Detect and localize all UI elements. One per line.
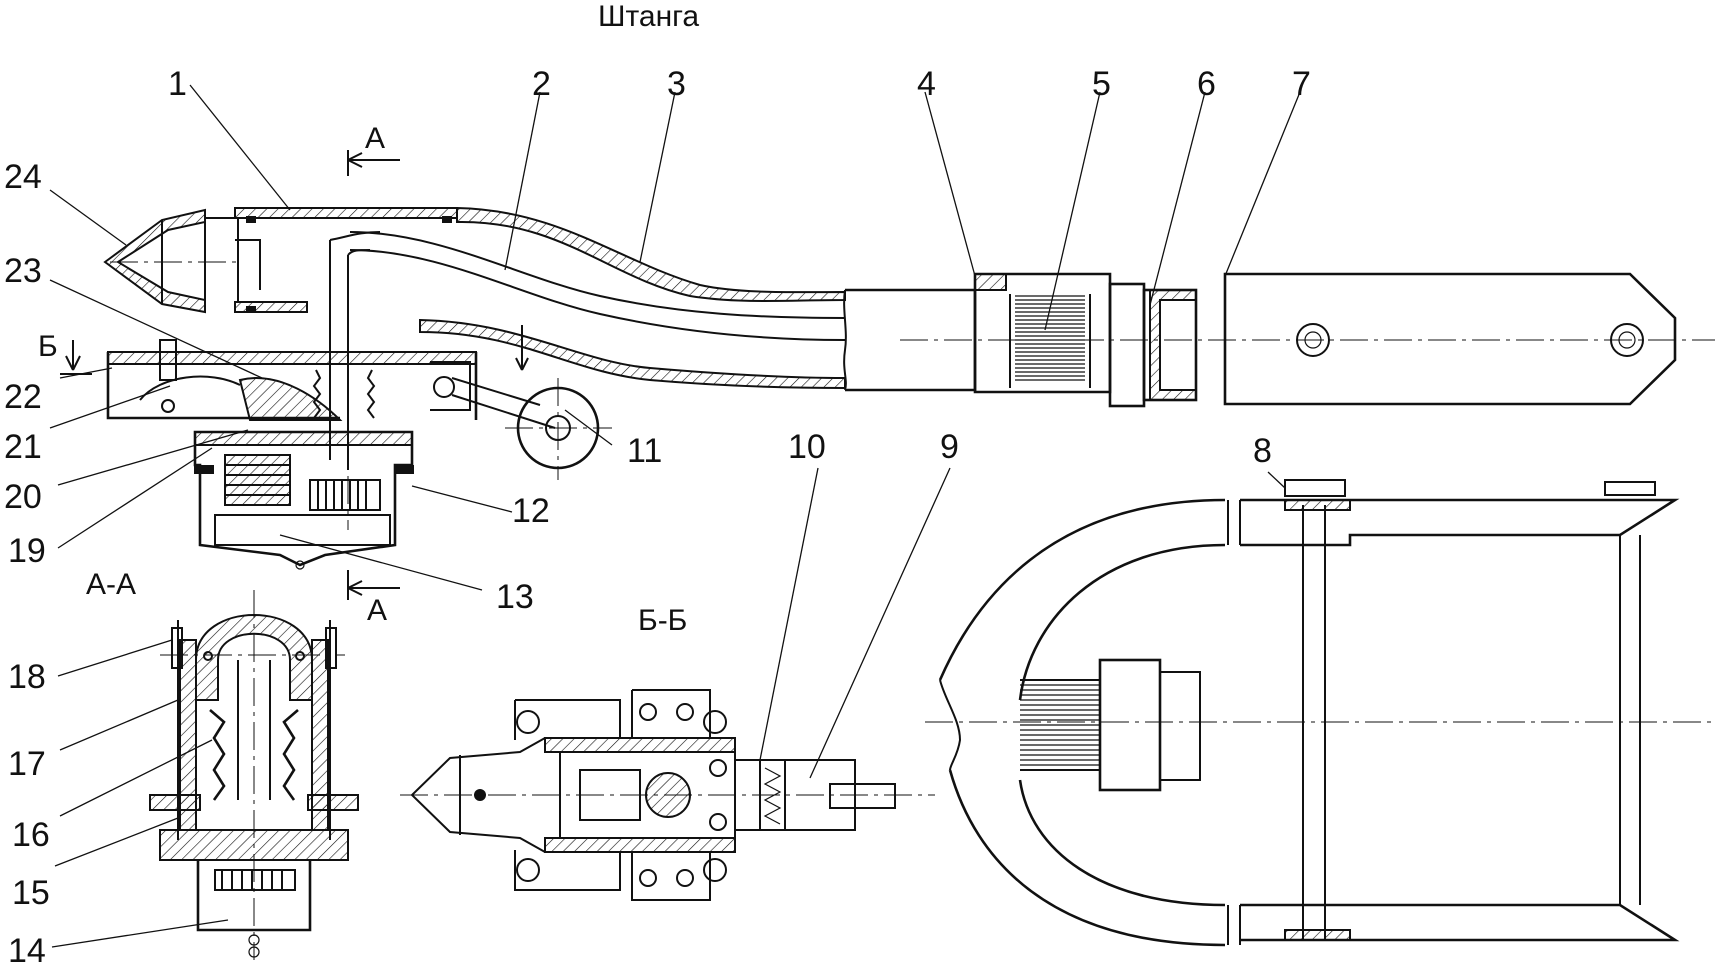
- callout-13: 13: [496, 578, 534, 616]
- callout-4: 4: [917, 65, 936, 103]
- callout-labels: 1 2 3 4 5 6 7 8 9 10 11 12 13 14 15 16 1…: [4, 65, 1311, 970]
- callout-12: 12: [512, 492, 550, 530]
- callout-16: 16: [12, 816, 50, 854]
- main-view: [60, 150, 1715, 600]
- callout-23: 23: [4, 252, 42, 290]
- plan-view: [925, 479, 1715, 947]
- callout-9: 9: [940, 428, 959, 466]
- callout-24: 24: [4, 158, 42, 196]
- callout-6: 6: [1197, 65, 1216, 103]
- plan-frame-top: [1240, 498, 1680, 547]
- sleeve-lower-wall: [419, 318, 846, 390]
- housing-lower-wall: [234, 301, 308, 313]
- plan-nut: [1098, 658, 1162, 792]
- callout-5: 5: [1092, 65, 1111, 103]
- callout-10: 10: [788, 428, 826, 466]
- callout-7: 7: [1292, 65, 1311, 103]
- section-b-mark: Б: [38, 330, 58, 363]
- valve-frame-top: [107, 351, 477, 365]
- callout-15: 15: [12, 874, 50, 912]
- section-bb-view: [400, 689, 935, 901]
- plan-bellows: [1020, 679, 1100, 771]
- section-aa-view: [149, 590, 359, 960]
- callout-1: 1: [168, 65, 187, 103]
- section-labels: А-А Б-Б А А Б: [38, 122, 687, 637]
- nozzle-cone: [103, 208, 206, 314]
- section-a-mark-top: А: [365, 122, 385, 155]
- end-cap: [1149, 289, 1197, 401]
- section-aa-title: А-А: [86, 568, 136, 601]
- leader-lines: [49, 84, 1301, 948]
- callout-2: 2: [532, 65, 551, 103]
- aa-bellows: [209, 709, 299, 801]
- callout-11: 11: [627, 432, 662, 470]
- section-a-mark-bottom: А: [367, 594, 387, 627]
- callout-17: 17: [8, 745, 46, 783]
- clamp-bar: [1223, 272, 1677, 406]
- valve-lever: [238, 377, 343, 421]
- callout-20: 20: [4, 478, 42, 516]
- callout-8: 8: [1253, 432, 1272, 470]
- callout-3: 3: [667, 65, 686, 103]
- plan-arc-outer: [938, 498, 1226, 947]
- callout-21: 21: [4, 428, 42, 466]
- section-bb-title: Б-Б: [638, 604, 687, 637]
- callout-19: 19: [8, 532, 46, 570]
- callout-14: 14: [8, 932, 46, 970]
- callout-22: 22: [4, 378, 42, 416]
- drawing-title: Штанга: [598, 0, 699, 33]
- callout-18: 18: [8, 658, 46, 696]
- flange: [1108, 282, 1146, 408]
- bellows: [1009, 294, 1091, 388]
- housing-upper-wall: [234, 207, 458, 219]
